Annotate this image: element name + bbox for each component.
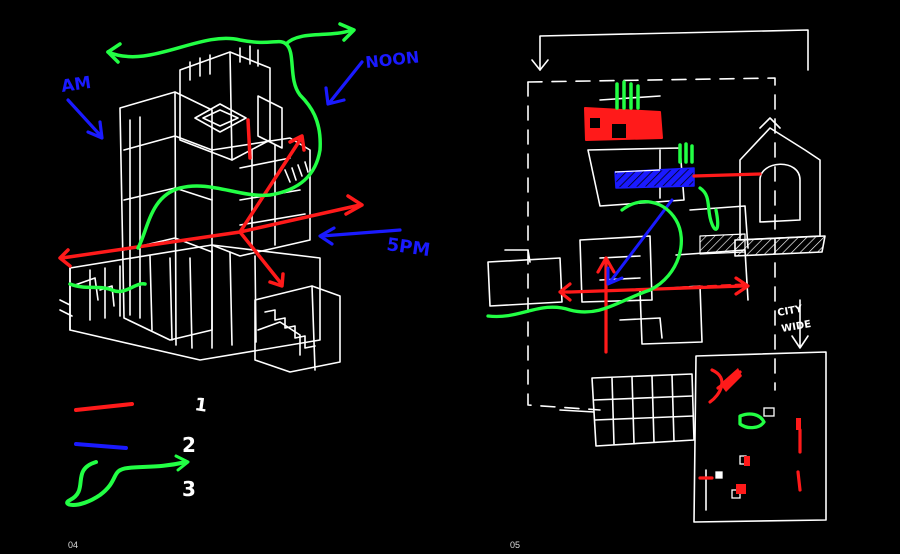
right-colored-blocks [584,80,746,255]
left-blue-arrows [66,60,402,246]
legend-label-3: 3 [182,477,196,501]
legend-label-1: 1 [193,394,208,417]
legend-label-2: 2 [182,433,196,457]
page-number-left: 04 [68,540,79,550]
annotation-am: AM [60,73,93,97]
right-map-red-marks [720,368,801,494]
annotation-citywide-2: WIDE [781,319,813,335]
right-red-arrows [558,172,802,492]
legend [65,402,190,507]
left-red-arrows [58,118,364,288]
legend-line-2 [74,442,128,450]
legend-line-3 [65,460,188,507]
legend-line-1 [74,402,134,412]
annotation-noon: NOON [364,47,420,72]
page-number-right: 05 [510,540,521,550]
left-green-paths [68,22,356,294]
annotation-5pm: 5PM [385,234,431,261]
left-building-sketch [59,45,341,373]
right-green-paths [486,186,766,430]
right-blue-arrows [606,198,674,286]
annotation-citywide-1: CITY [777,304,804,319]
right-plan-sketch [487,29,827,523]
